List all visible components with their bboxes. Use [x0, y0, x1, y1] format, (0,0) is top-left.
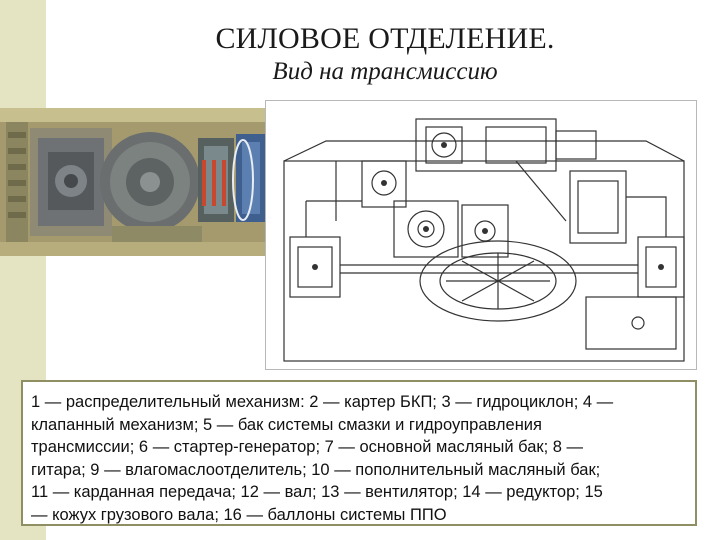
legend-line: гитара; 9 — влагомаслоотделитель; 10 — п… — [31, 460, 601, 479]
engine-compartment-photo-art — [0, 108, 270, 256]
legend-line: — кожух грузового вала; 16 — баллоны сис… — [31, 505, 447, 524]
slide-title: СИЛОВОЕ ОТДЕЛЕНИЕ. — [215, 22, 555, 55]
engine-compartment-photo — [0, 108, 270, 256]
legend-line: трансмиссии; 6 — стартер-генератор; 7 — … — [31, 438, 584, 456]
legend-line: клапанный механизм; 5 — бак системы смаз… — [31, 415, 542, 434]
component-legend-text: 1 — распределительный механизм: 2 — карт… — [21, 380, 697, 526]
legend-line: 11 — карданная передача; 12 — вал; 13 — … — [31, 483, 603, 501]
transmission-schematic-art — [283, 118, 685, 362]
transmission-schematic-drawing — [265, 100, 697, 370]
slide-subtitle: Вид на трансмиссию — [272, 58, 498, 85]
legend-line: 1 — распределительный механизм: 2 — карт… — [31, 393, 614, 411]
